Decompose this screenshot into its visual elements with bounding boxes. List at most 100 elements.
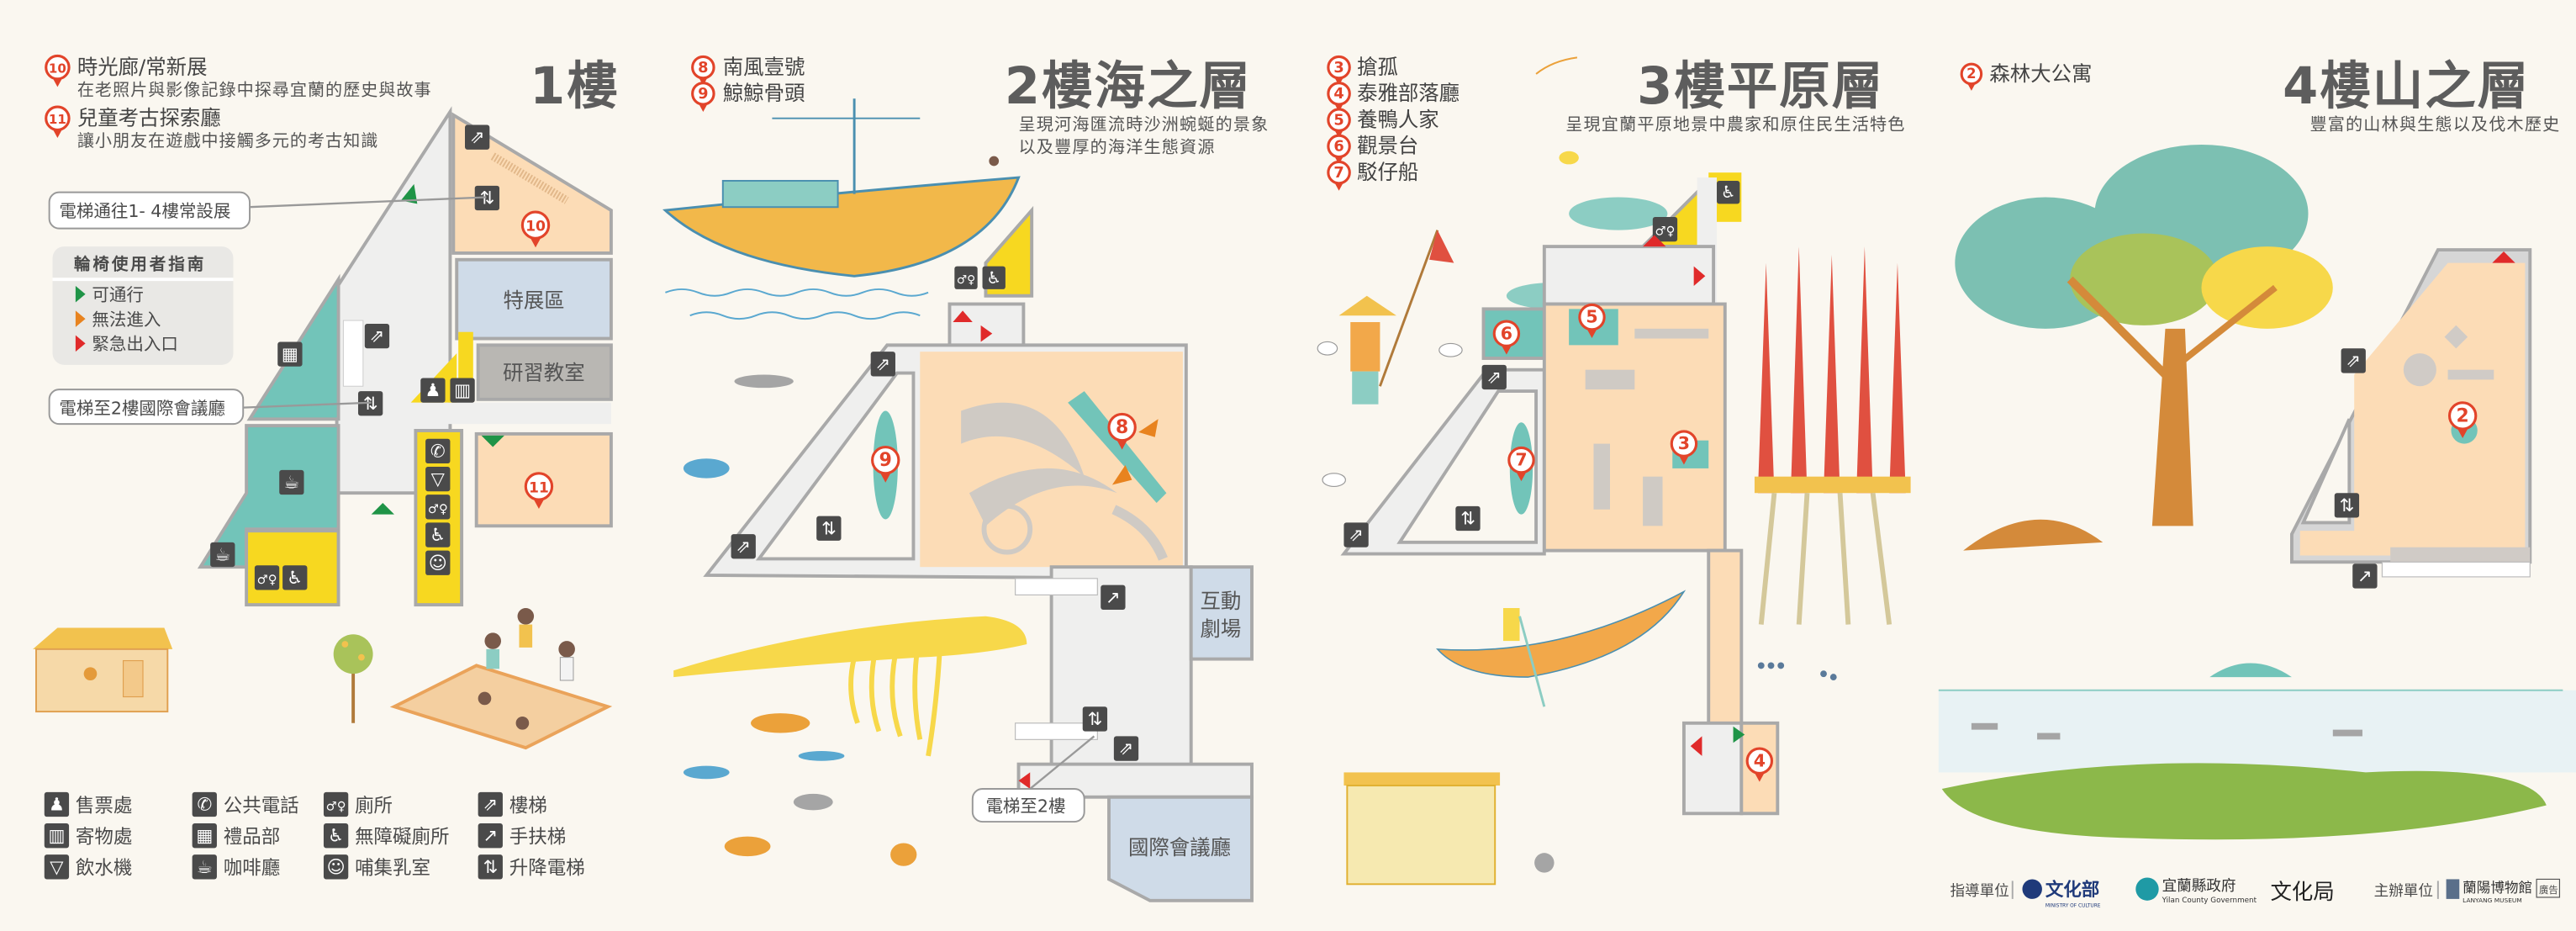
exhibit-pin-6[interactable]: 6	[1327, 134, 1351, 165]
room-classroom[interactable]	[476, 343, 613, 401]
legend-label: 飲水機	[76, 858, 132, 880]
water-icon: ▽	[425, 466, 451, 492]
stairs-icon[interactable]: ⇗	[731, 534, 756, 559]
exhibit-pin-9[interactable]: 9	[691, 82, 715, 112]
svg-text:♿: ♿	[328, 825, 344, 846]
room-kids-archaeology[interactable]	[474, 431, 613, 528]
svg-text:11: 11	[529, 479, 549, 496]
room-international-conference-hall[interactable]	[1107, 795, 1254, 902]
room-forest-apartment[interactable]	[2299, 262, 2526, 556]
ministry-of-culture-logo: 文化部 MINISTRY OF CULTURE	[2022, 879, 2101, 909]
floor-1-title: 1樓	[530, 57, 620, 116]
legend-label: 公共電話	[224, 795, 299, 817]
elevator-icon[interactable]: ⇅	[1082, 706, 1108, 732]
elevator-icon[interactable]: ⇅	[816, 516, 842, 541]
locker-icon: ▥	[450, 378, 475, 403]
accessible-wc-icon: ♿	[982, 266, 1006, 289]
stairs-icon[interactable]: ⇗	[364, 323, 390, 349]
wheelchair-guide-item: 可通行	[75, 285, 144, 305]
svg-text:♂♀: ♂♀	[1655, 225, 1676, 239]
exhibit-pin-3[interactable]: 3	[1670, 430, 1698, 465]
exhibit-pin-4[interactable]: 4	[1327, 82, 1351, 112]
floor-2-subtitle-line-2: 以及豐厚的海洋生態資源	[1019, 137, 1216, 157]
svg-text:♂♀: ♂♀	[257, 573, 277, 587]
room-time-corridor[interactable]	[451, 112, 613, 255]
poi-9-name[interactable]: 鯨鯨骨頭	[723, 81, 805, 105]
legend-label: 無障礙廁所	[355, 826, 449, 848]
whale-skeleton-illustration	[673, 616, 1027, 757]
svg-text:↗: ↗	[1106, 586, 1121, 607]
exhibit-pin-2[interactable]: 2	[2447, 401, 2478, 438]
legend-item-nursing: ☺哺集乳室	[323, 854, 430, 880]
stairs-icon[interactable]: ⇗	[1113, 736, 1139, 761]
stairs-icon[interactable]: ⇗	[2341, 348, 2366, 373]
floor-4-subtitle: 豐富的山林與生態以及伐木歷史	[2309, 114, 2560, 134]
exhibit-pin-2[interactable]: 2	[1960, 62, 1983, 91]
water-icon: ▽	[44, 854, 70, 880]
poi-8-name[interactable]: 南風壹號	[723, 55, 805, 79]
legend-label: 售票處	[76, 795, 132, 817]
exhibit-pin-8[interactable]: 8	[1107, 412, 1137, 450]
legend-item-elevator: ⇅升降電梯	[478, 854, 585, 880]
escalator-icon[interactable]: ↗	[1101, 585, 1126, 610]
callout-elevator-2f: 電梯至2樓	[971, 735, 1095, 823]
callout-elevator-conference: 電梯至2樓國際會議廳	[48, 389, 372, 426]
legend-label: 廁所	[355, 795, 393, 817]
svg-text:4: 4	[1333, 85, 1343, 103]
exhibit-pin-9[interactable]: 9	[871, 445, 900, 483]
toilet-icon: ♂♀	[254, 565, 280, 590]
poi-11-name[interactable]: 兒童考古探索廳	[77, 106, 221, 130]
svg-text:♂♀: ♂♀	[957, 273, 975, 287]
exhibit-pin-11[interactable]: 11	[524, 472, 554, 509]
svg-text:10: 10	[525, 219, 546, 235]
poi-10-name[interactable]: 時光廊/常新展	[77, 55, 208, 79]
exhibit-pin-4[interactable]: 4	[1745, 747, 1774, 782]
stairs-icon[interactable]: ⇗	[870, 352, 895, 377]
toilet-icon: ♂♀	[425, 495, 451, 520]
nursing-icon: ☺	[425, 550, 451, 575]
elevator-icon[interactable]: ⇅	[2334, 493, 2360, 518]
poi-6-name[interactable]: 觀景台	[1357, 134, 1418, 158]
poi-3-name[interactable]: 搶孤	[1357, 55, 1398, 79]
emergency-exit-marker	[953, 310, 973, 323]
elevator-icon[interactable]: ⇅	[474, 185, 500, 211]
floor-1-plan: 特展區 研習教室 ⇗⇅⇗⇅▦☕☕♂♀♿♟▥✆▽♂♀♿☺	[197, 106, 613, 607]
exhibit-pin-11[interactable]: 11	[45, 105, 71, 138]
exhibit-pin-7[interactable]: 7	[1507, 446, 1535, 482]
phone-icon: ✆	[192, 791, 217, 817]
accessible-entry-marker	[371, 502, 394, 515]
grappling-pole-tower-illustration	[1754, 246, 1911, 680]
svg-text:✆: ✆	[430, 440, 446, 461]
svg-text:☺: ☺	[327, 856, 346, 877]
exhibit-pin-8[interactable]: 8	[691, 55, 715, 86]
floor-2-panel: 2樓海之層 呈現河海匯流時沙洲蜿蜒的景象 以及豐厚的海洋生態資源 南風壹號 鯨鯨…	[662, 55, 1268, 902]
footer-sponsors: 指導單位 文化部 MINISTRY OF CULTURE 宜蘭縣政府 Yilan…	[1950, 877, 2561, 909]
poi-2-name[interactable]: 森林大公寓	[1989, 61, 2092, 86]
callout-elevator-2f-text: 電梯至2樓	[985, 796, 1065, 816]
exhibit-pin-6[interactable]: 6	[1492, 320, 1521, 355]
exhibit-pin-3[interactable]: 3	[1327, 55, 1351, 86]
poi-4-name[interactable]: 泰雅部落廳	[1357, 81, 1460, 105]
elevator-icon[interactable]: ⇅	[1455, 505, 1481, 532]
room-interactive-theater[interactable]	[1189, 565, 1254, 661]
exhibit-pin-5[interactable]: 5	[1578, 303, 1606, 339]
exhibit-pin-5[interactable]: 5	[1327, 108, 1351, 139]
stairs-icon[interactable]: ⇗	[1481, 364, 1507, 390]
stairs-icon[interactable]: ⇗	[465, 124, 490, 150]
sandbox-children-illustration	[389, 608, 613, 750]
escalator-icon[interactable]: ↗	[2352, 563, 2378, 589]
exhibit-pin-10[interactable]: 10	[45, 54, 71, 87]
theater-label-line-2: 劇場	[1200, 616, 1241, 641]
poi-5-name[interactable]: 養鴨人家	[1357, 107, 1439, 131]
wheelchair-guide-label: 可通行	[92, 285, 143, 305]
exhibit-pin-7[interactable]: 7	[1327, 160, 1351, 191]
nanfeng-boat-exhibit[interactable]	[1068, 391, 1167, 503]
svg-text:♂♀: ♂♀	[326, 800, 346, 814]
guidance-units-label: 指導單位	[1950, 883, 2009, 900]
exhibit-pin-10[interactable]: 10	[520, 210, 551, 248]
poi-7-name[interactable]: 駁仔船	[1357, 160, 1418, 184]
stairs-icon[interactable]: ⇗	[1343, 522, 1369, 547]
legend-item-ticket: ♟售票處	[44, 791, 132, 817]
floor-4-title: 4樓山之層	[2283, 57, 2530, 116]
room-special-exhibition[interactable]	[455, 257, 613, 341]
